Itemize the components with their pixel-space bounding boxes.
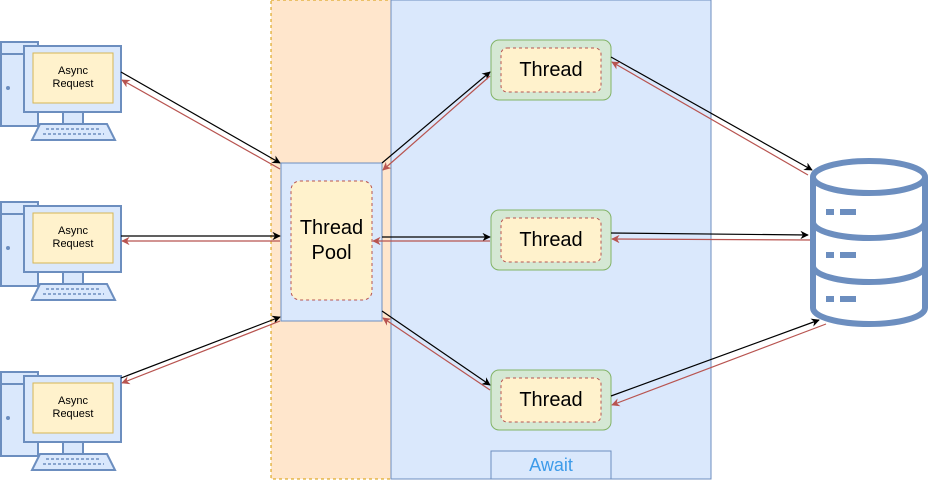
- response-arrow: [121, 79, 281, 170]
- response-arrow: [611, 323, 827, 407]
- response-arrows: [121, 61, 827, 407]
- request-arrow: [610, 318, 820, 397]
- request-arrows: [120, 56, 820, 397]
- desktop-computer-icon: [0, 201, 122, 301]
- async-request-label: Async Request: [52, 395, 94, 420]
- async-request-label: Async Request: [52, 65, 94, 90]
- thread-label: Thread: [519, 58, 583, 81]
- desktop-computer-icon: [0, 41, 122, 141]
- thread-label: Thread: [519, 228, 583, 251]
- async-request-label: Async Request: [52, 225, 94, 250]
- response-arrow: [382, 317, 491, 391]
- request-arrow: [120, 71, 281, 164]
- thread-pool-label: Thread Pool: [299, 216, 364, 264]
- thread-node-3: [490, 369, 612, 431]
- request-arrow: [381, 310, 491, 386]
- response-arrow: [382, 75, 491, 171]
- thread-pool-inner: [290, 180, 373, 301]
- response-arrow: [611, 61, 809, 176]
- response-arrow: [121, 320, 281, 385]
- thread-node-1: [490, 39, 612, 101]
- request-arrow: [610, 56, 813, 171]
- await-label: Await: [529, 454, 573, 475]
- request-arrow: [610, 230, 809, 240]
- response-arrow: [611, 234, 811, 244]
- request-arrow: [120, 315, 281, 379]
- database-icon: [810, 158, 928, 327]
- thread-label: Thread: [519, 388, 583, 411]
- thread-node-2: [490, 209, 612, 271]
- desktop-computer-icon: [0, 371, 122, 471]
- await-box: [490, 450, 612, 480]
- request-arrow: [381, 71, 491, 164]
